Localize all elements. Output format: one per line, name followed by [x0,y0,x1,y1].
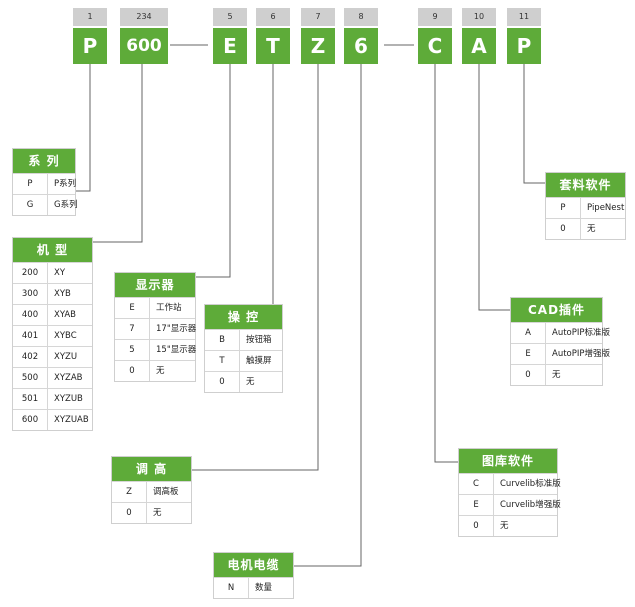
code-234-value: 600 [120,28,168,64]
code-8: 8 6 [344,8,378,64]
model-title: 机 型 [13,238,92,262]
code-1: 1 P [73,8,107,64]
library-title: 图库软件 [459,449,557,473]
connector-library [434,64,458,463]
connector-control [272,64,283,341]
code-234-number: 234 [120,8,168,26]
code-6-number: 6 [256,8,290,26]
code-7: 7 Z [301,8,335,64]
code-5: 5 E [213,8,247,64]
code-9-value: C [418,28,452,64]
cable-title: 电机电缆 [214,553,293,577]
code-10: 10 A [462,8,496,64]
connector-height [192,64,319,471]
code-7-value: Z [301,28,335,64]
code-1-value: P [73,28,107,64]
connector-series [75,64,91,192]
connector-nesting [523,64,545,184]
cad-title: CAD插件 [511,298,602,322]
code-7-number: 7 [301,8,335,26]
code-6-value: T [256,28,290,64]
series-title: 系 列 [13,149,75,173]
code-5-number: 5 [213,8,247,26]
connector-cad [478,64,510,311]
code-11: 11 P [507,8,541,64]
code-6: 6 T [256,8,290,64]
control-title: 操 控 [205,305,282,329]
nesting-title: 套料软件 [546,173,625,197]
code-10-number: 10 [462,8,496,26]
code-9-number: 9 [418,8,452,26]
code-11-value: P [507,28,541,64]
code-9: 9 C [418,8,452,64]
code-11-number: 11 [507,8,541,26]
code-10-value: A [462,28,496,64]
height-title: 调 高 [112,457,191,481]
display-title: 显示器 [115,273,195,297]
code-8-value: 6 [344,28,378,64]
code-5-value: E [213,28,247,64]
code-234: 234 600 [120,8,168,64]
code-1-number: 1 [73,8,107,26]
connector-model [92,64,143,243]
connector-cable [294,64,362,567]
connector-display [195,64,231,278]
code-8-number: 8 [344,8,378,26]
